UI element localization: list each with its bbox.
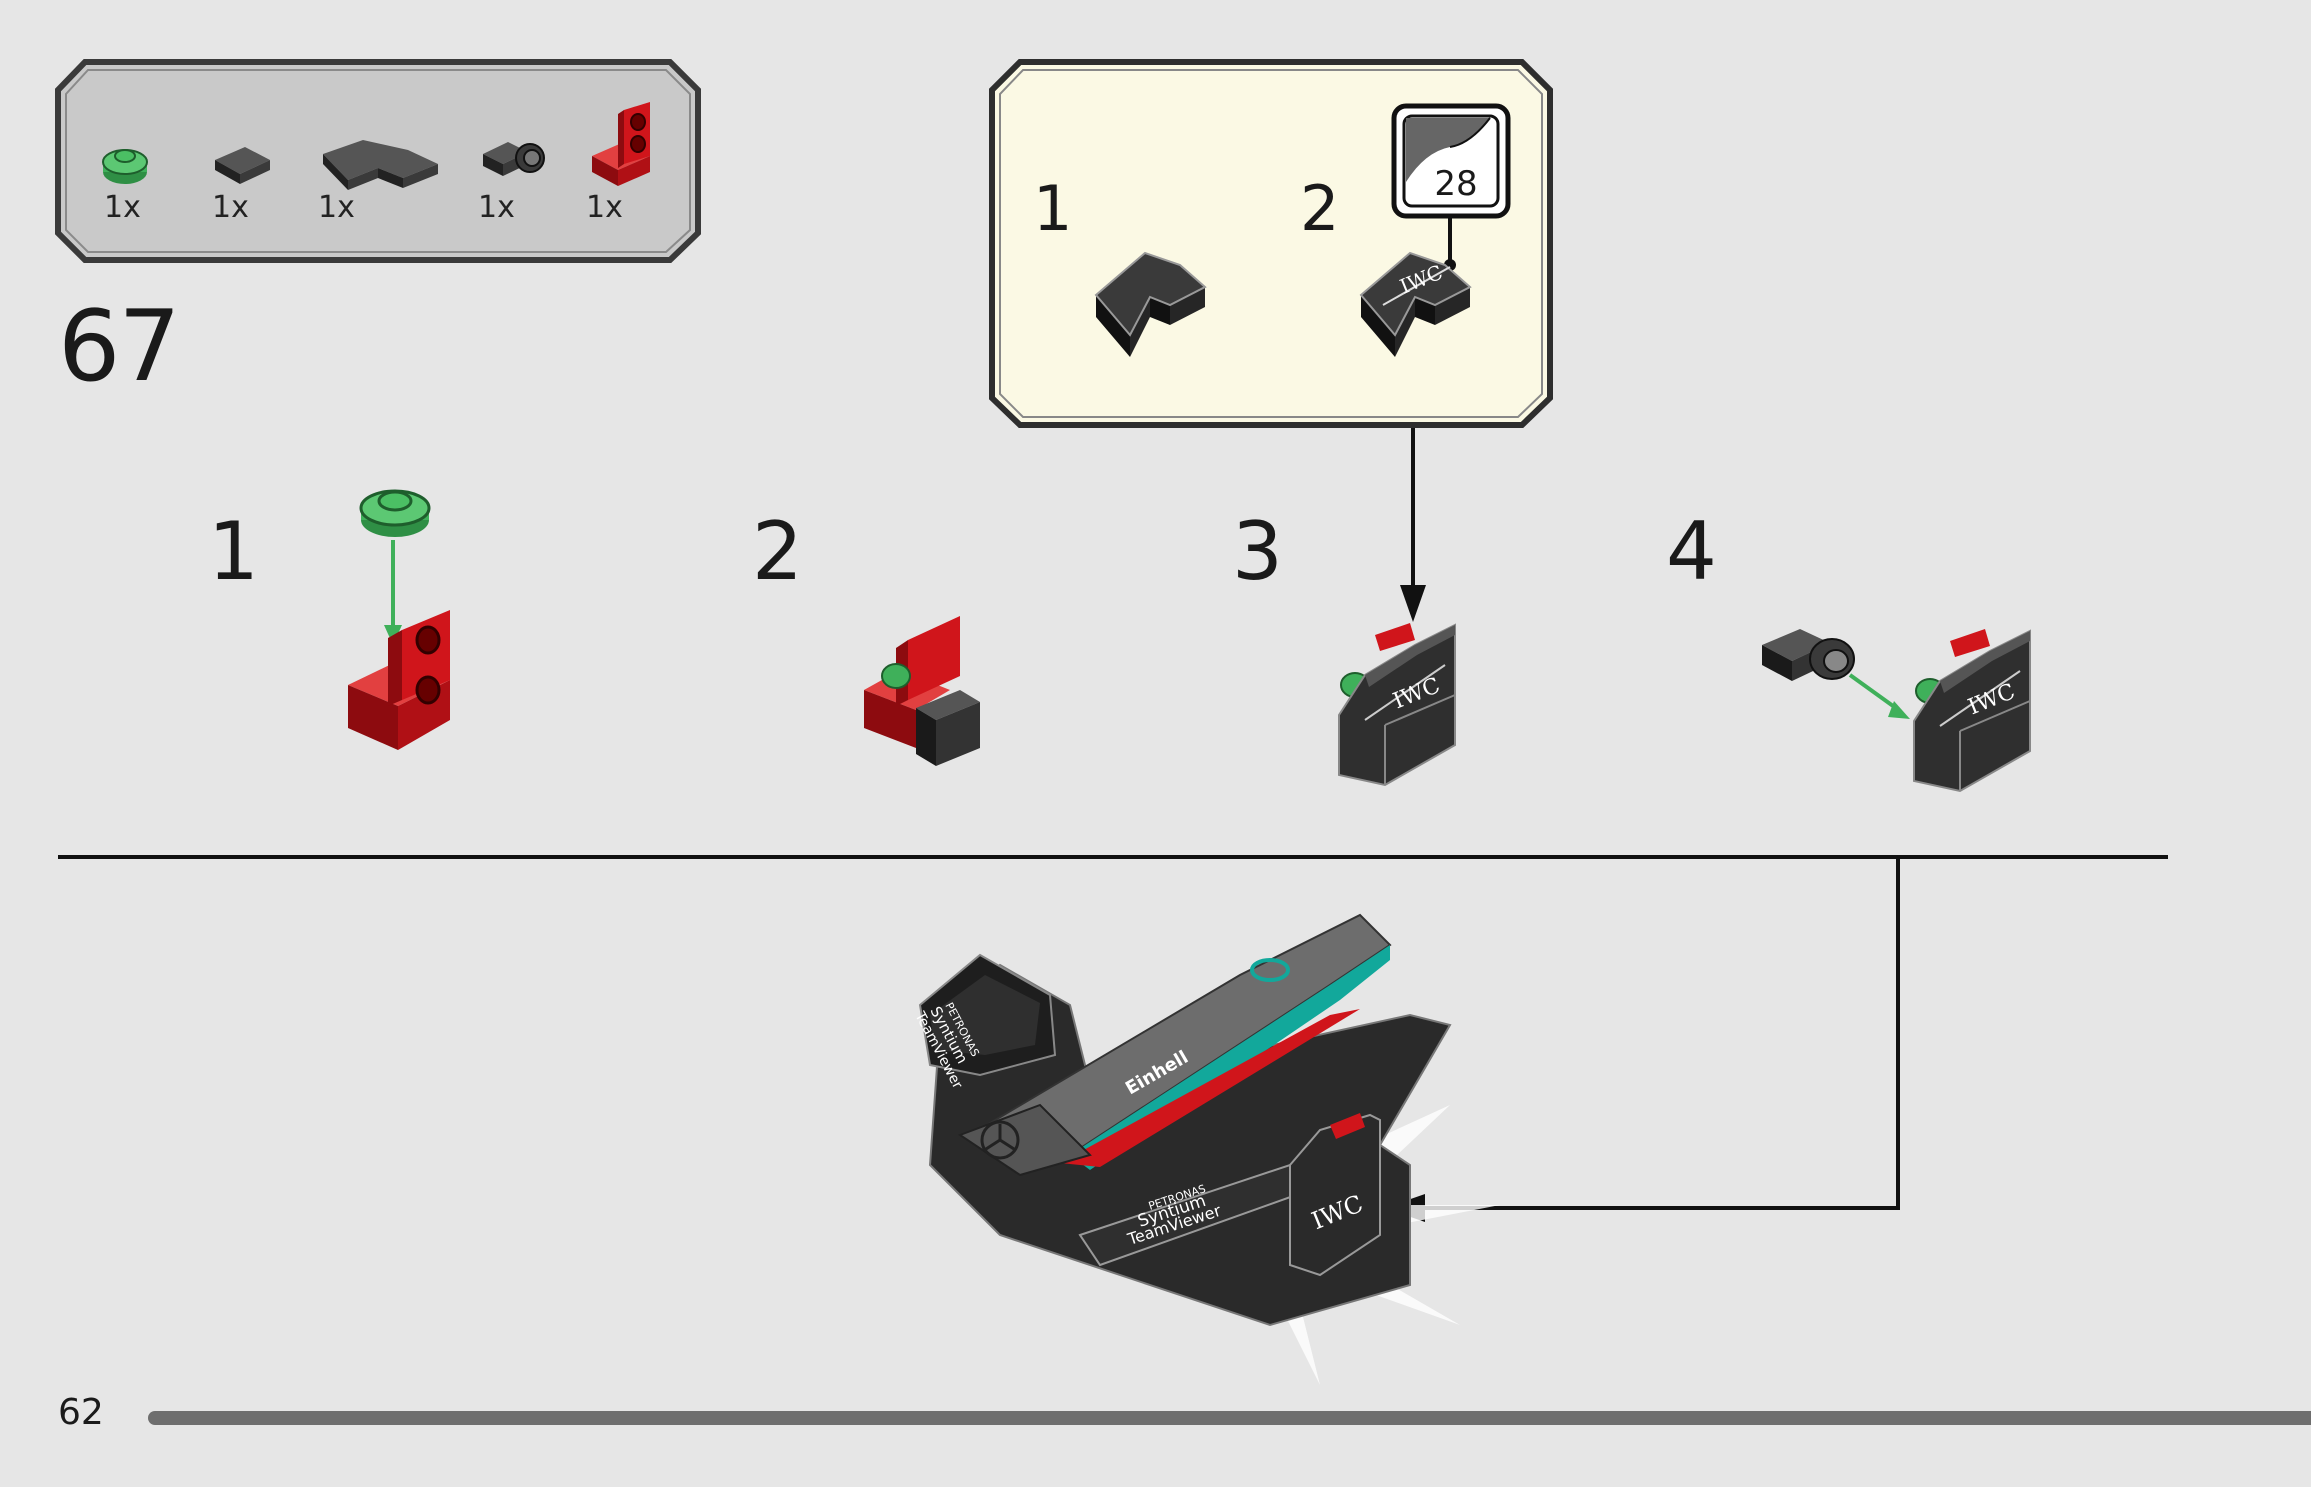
substep-number: 1 <box>208 505 259 598</box>
dark-corner-tile-icon <box>1094 251 1207 357</box>
dark-clip-plate-icon <box>483 142 545 176</box>
callout-step-number: 2 <box>1300 172 1340 245</box>
page-number: 62 <box>58 1392 104 1433</box>
sticker-number: 28 <box>1434 164 1478 204</box>
sticker-icon <box>1391 103 1511 219</box>
substep-number: 4 <box>1666 505 1717 598</box>
substep-2-illustration <box>864 616 980 766</box>
green-round-plate-icon <box>102 149 148 184</box>
dark-corner-tile-icon <box>323 140 438 190</box>
substep-number: 2 <box>752 505 803 598</box>
substep-3-illustration: IWC <box>1338 623 1456 787</box>
dark-tile-1x1-icon <box>215 147 270 184</box>
part-qty: 1x <box>586 190 623 225</box>
substep-1-illustration <box>348 489 450 750</box>
callout-step-number: 1 <box>1033 172 1073 245</box>
part-qty: 1x <box>212 190 249 225</box>
part-qty: 1x <box>478 190 515 225</box>
step-number: 67 <box>58 290 181 404</box>
main-assembly-illustration: Einhell PETRONAS Syntium TeamViewer PETR… <box>911 913 1500 1385</box>
substep-number: 3 <box>1232 505 1283 598</box>
part-qty: 1x <box>318 190 355 225</box>
red-bracket-icon <box>592 102 650 186</box>
printed-corner-tile-icon: IWC <box>1359 251 1472 357</box>
substep-4-illustration: IWC <box>1762 629 2031 793</box>
part-qty: 1x <box>104 190 141 225</box>
